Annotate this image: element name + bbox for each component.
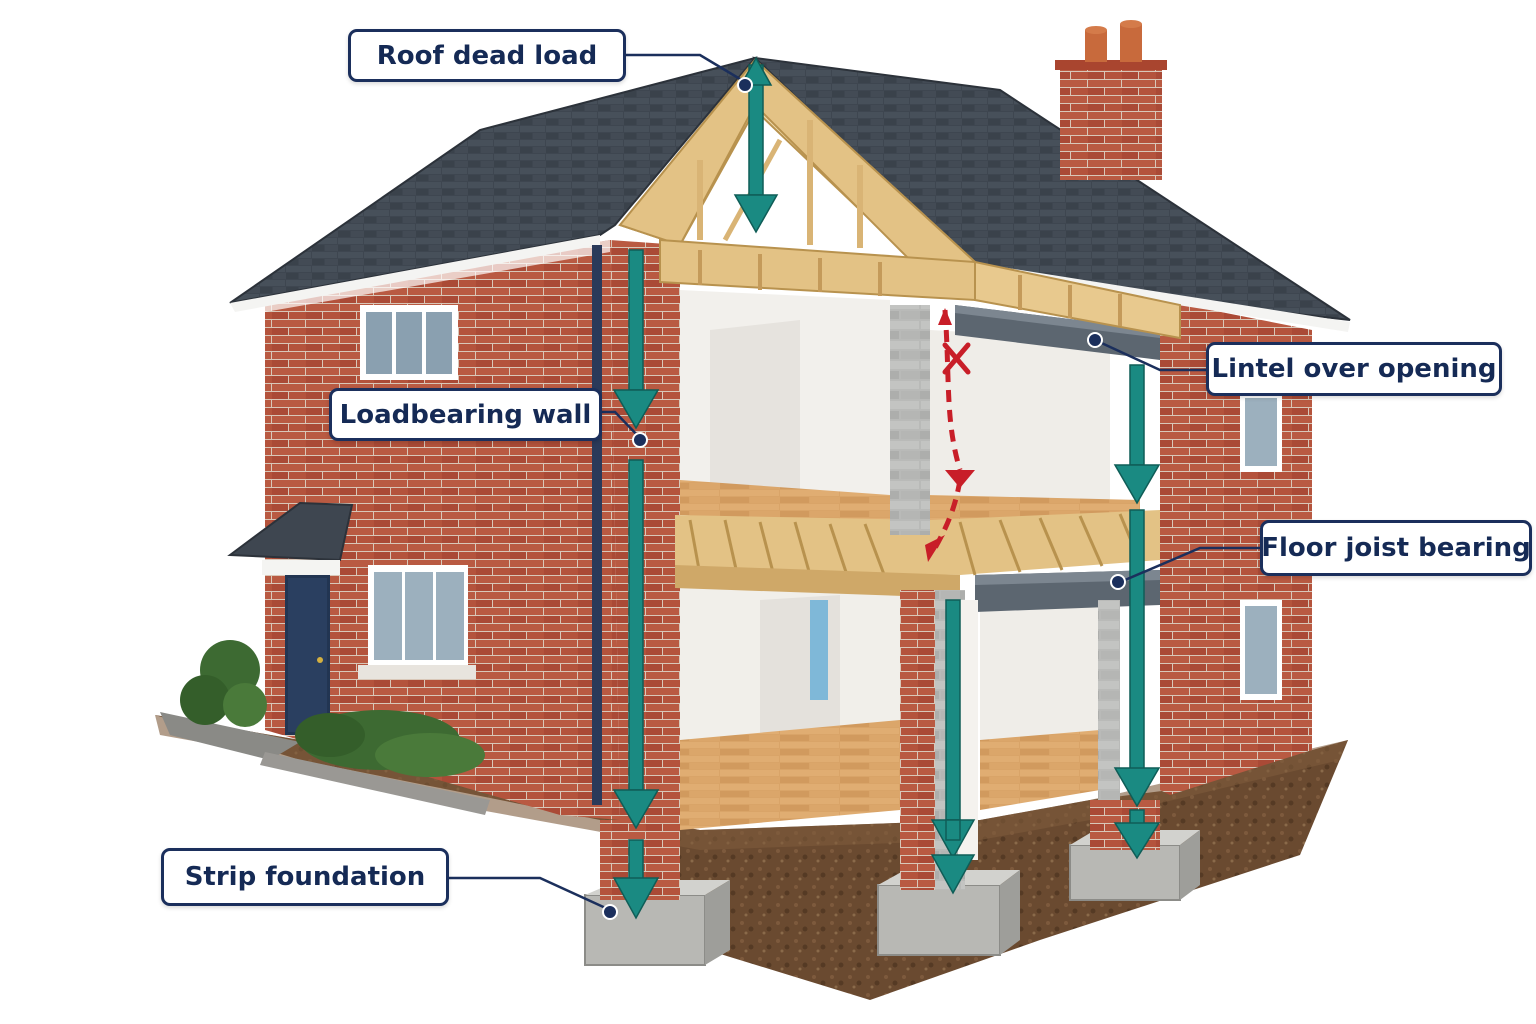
wall-load-arrow-lower: [612, 459, 660, 830]
callout-loadbearing-wall: Loadbearing wall: [329, 388, 602, 441]
load-path-arrows: [612, 56, 1161, 920]
side-windows: [1240, 392, 1282, 700]
callout-strip-foundation: Strip foundation: [161, 848, 449, 906]
callout-roof-dead-load: Roof dead load: [348, 29, 626, 82]
roof-load-arrow: [733, 56, 779, 234]
chimney: [1055, 20, 1167, 180]
wall-load-arrow-foundation: [612, 839, 660, 920]
pier-load-arrow-upper: [930, 819, 976, 895]
downpipe: [592, 245, 602, 805]
shrubs: [180, 640, 485, 777]
interior-rooms: [680, 290, 1140, 830]
front-windows: [358, 305, 476, 679]
joist-load-arrow: [1113, 509, 1161, 860]
leader-lines: [448, 53, 1262, 912]
cross-icon: [942, 342, 971, 375]
wall-load-arrow-upper: [612, 249, 660, 430]
callout-floor-joist-bearing: Floor joist bearing: [1260, 520, 1532, 576]
front-door: [227, 501, 354, 735]
callout-lintel-over-opening: Lintel over opening: [1206, 342, 1502, 396]
lintel-load-arrow: [1113, 364, 1161, 505]
leader-dots: [602, 77, 1126, 920]
ground-soil: [155, 712, 1348, 1000]
invalid-path-marks: [925, 308, 975, 562]
roof-truss: [618, 58, 1181, 340]
floor-joist-layer: [675, 510, 1160, 598]
